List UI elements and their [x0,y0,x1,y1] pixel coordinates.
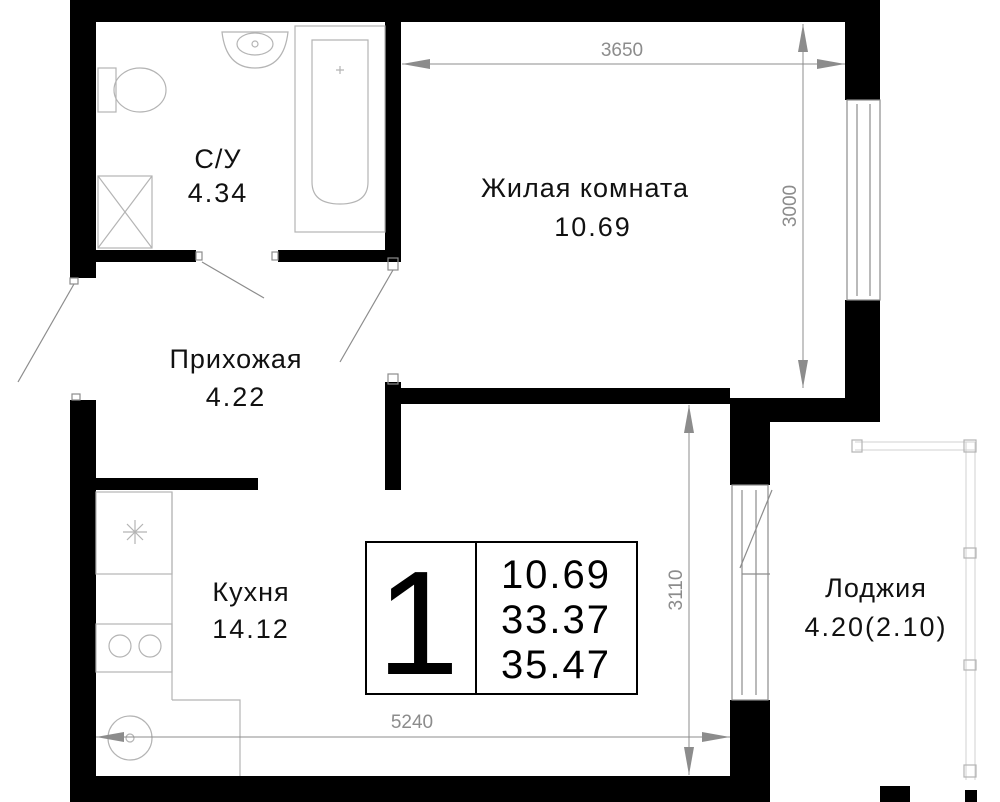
room-name-loggia: Лоджия [825,573,927,603]
doors [17,251,399,401]
walls [70,0,977,802]
dimension-kitchen-height [684,405,694,775]
bathroom-fixtures [97,25,386,249]
dimension-living-width [402,59,845,69]
room-name-bathroom: С/У [194,144,241,174]
area-with-loggia: 35.47 [501,643,611,687]
room-area-hallway: 4.22 [206,382,267,412]
dimension-label-living-height: 3000 [780,185,801,227]
dimension-living-height [798,24,808,388]
total-area: 33.37 [501,598,611,642]
room-name-hallway: Прихожая [169,344,302,374]
living-area-total: 10.69 [501,553,611,597]
loggia-railing [851,439,977,780]
window-living-room [846,99,881,301]
room-area-bathroom: 4.34 [188,178,249,208]
dimension-label-kitchen-width: 5240 [391,712,433,733]
window-kitchen-loggia [731,484,773,701]
rooms-count: 1 [377,541,459,706]
room-name-kitchen: Кухня [212,577,289,607]
kitchen-fixtures [95,491,241,776]
dimension-label-kitchen-height: 3110 [666,570,687,611]
room-area-loggia: 4.20(2.10) [804,612,947,642]
room-name-living: Жилая комната [481,173,689,203]
room-area-kitchen: 14.12 [212,614,290,644]
apartment-summary: 1 10.69 33.37 35.47 [365,541,638,706]
dimension-kitchen-width [96,732,730,742]
room-area-living: 10.69 [554,212,632,242]
dimension-label-living-width: 3650 [601,40,643,61]
